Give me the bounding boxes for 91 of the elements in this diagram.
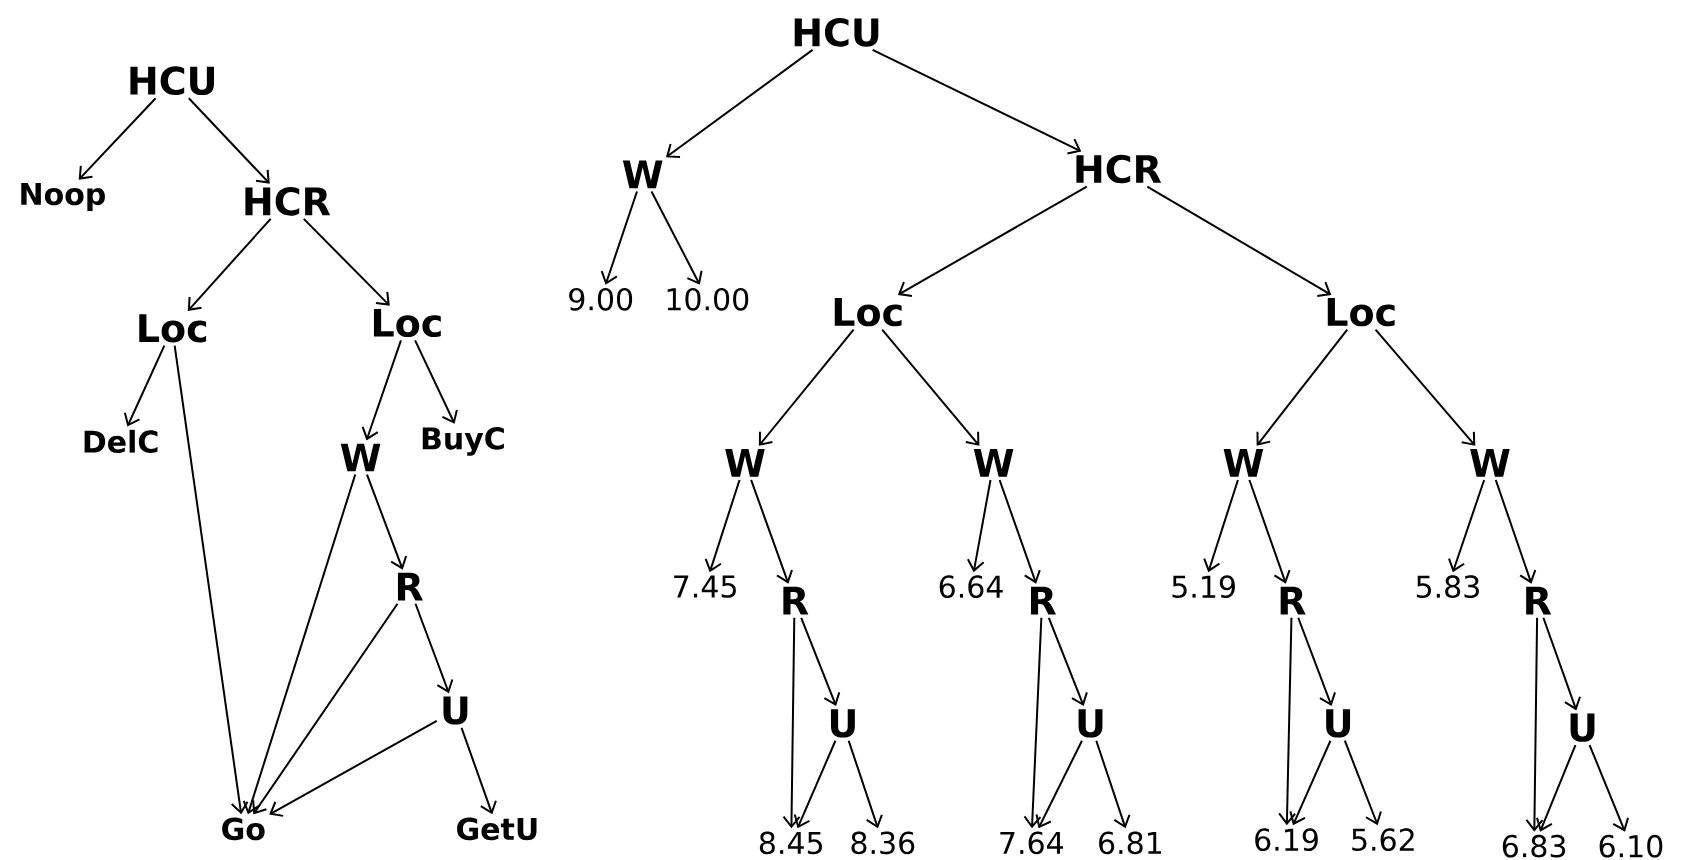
arrow	[800, 616, 841, 707]
value-label: 7.45	[674, 575, 736, 598]
leaf-label: GetU	[457, 817, 537, 841]
arrow	[173, 344, 249, 815]
arrow	[793, 739, 837, 829]
arrow	[1297, 616, 1336, 707]
node-label: U	[1078, 709, 1103, 738]
arrow	[242, 473, 357, 815]
node-label: U	[1570, 713, 1595, 742]
node-label: W	[973, 449, 1014, 477]
arrow	[1525, 616, 1544, 832]
node-label: W	[622, 160, 663, 189]
arrow	[1588, 744, 1629, 832]
value-label: 6.83	[1502, 834, 1566, 858]
node-label: HCU	[130, 66, 214, 96]
arrow	[847, 739, 883, 829]
arrow	[1542, 616, 1581, 711]
value-label: 9.00	[569, 287, 633, 311]
arrow	[187, 97, 270, 184]
arrow	[1095, 739, 1131, 829]
arrow	[782, 616, 801, 829]
leaf-label: DelC	[84, 429, 158, 453]
arrow	[460, 726, 497, 815]
arrow	[1146, 185, 1332, 297]
arrow	[361, 339, 402, 441]
value-label: 6.64	[939, 575, 1003, 599]
node-label: W	[1470, 449, 1510, 477]
value-label: 6.10	[1599, 834, 1663, 858]
arrow	[998, 478, 1041, 584]
arrow	[1343, 739, 1382, 826]
arrow	[1203, 478, 1239, 573]
value-label: 5.19	[1172, 575, 1235, 599]
value-label: 8.36	[851, 831, 915, 855]
arrow	[704, 478, 741, 573]
node-label: U	[830, 709, 855, 738]
arrow	[881, 328, 980, 446]
node-label: W	[725, 449, 765, 477]
node-label: Loc	[373, 308, 441, 338]
arrow	[600, 190, 638, 285]
arrow	[1536, 744, 1577, 832]
leaf-label: Go	[222, 817, 265, 841]
arrow	[187, 217, 272, 311]
arrow	[1289, 739, 1332, 826]
node-label: HCR	[1076, 154, 1162, 184]
arrow	[414, 339, 458, 424]
arrow	[1023, 616, 1043, 829]
arrow	[1047, 616, 1088, 707]
arrow	[758, 328, 855, 446]
node-label: Loc	[1327, 298, 1395, 327]
value-label: 6.81	[1099, 831, 1162, 855]
arrow	[871, 48, 1082, 155]
leaf-label: BuyC	[422, 427, 504, 456]
value-label: 5.83	[1416, 575, 1479, 599]
arrow	[897, 185, 1088, 298]
value-label: 5.62	[1352, 828, 1414, 852]
arrow	[269, 719, 438, 817]
node-label: Loc	[834, 298, 902, 327]
arrow	[414, 602, 454, 694]
node-label: Loc	[139, 314, 207, 343]
node-label: HCR	[245, 186, 331, 216]
node-label: R	[397, 572, 423, 601]
arrow	[966, 478, 992, 573]
node-label: R	[1526, 586, 1552, 615]
arrow	[78, 97, 157, 180]
arrow	[1256, 328, 1349, 446]
value-label: 10.00	[667, 287, 749, 311]
value-label: 7.64	[1000, 831, 1063, 855]
value-label: 6.19	[1255, 828, 1318, 852]
arrow	[302, 217, 390, 306]
node-label: HCU	[794, 17, 879, 47]
node-label: U	[1326, 709, 1351, 738]
arrow	[1248, 478, 1291, 584]
arrow	[1374, 328, 1476, 446]
node-label: R	[1280, 586, 1306, 615]
value-label: 8.45	[759, 831, 822, 855]
leaf-label: Noop	[21, 182, 105, 212]
node-label: W	[1223, 449, 1264, 477]
arrow	[665, 48, 814, 158]
arrow	[1278, 616, 1297, 826]
node-label: W	[340, 443, 381, 472]
node-label: R	[1030, 586, 1056, 615]
arrow	[1494, 478, 1537, 584]
arrow	[123, 344, 166, 427]
node-label: U	[443, 696, 468, 725]
arrow	[650, 190, 703, 285]
node-label: R	[783, 586, 809, 615]
arrow	[1448, 478, 1486, 573]
arrow	[750, 478, 793, 584]
arrow	[252, 602, 399, 815]
arrow	[366, 473, 408, 570]
arrow	[1035, 739, 1083, 829]
